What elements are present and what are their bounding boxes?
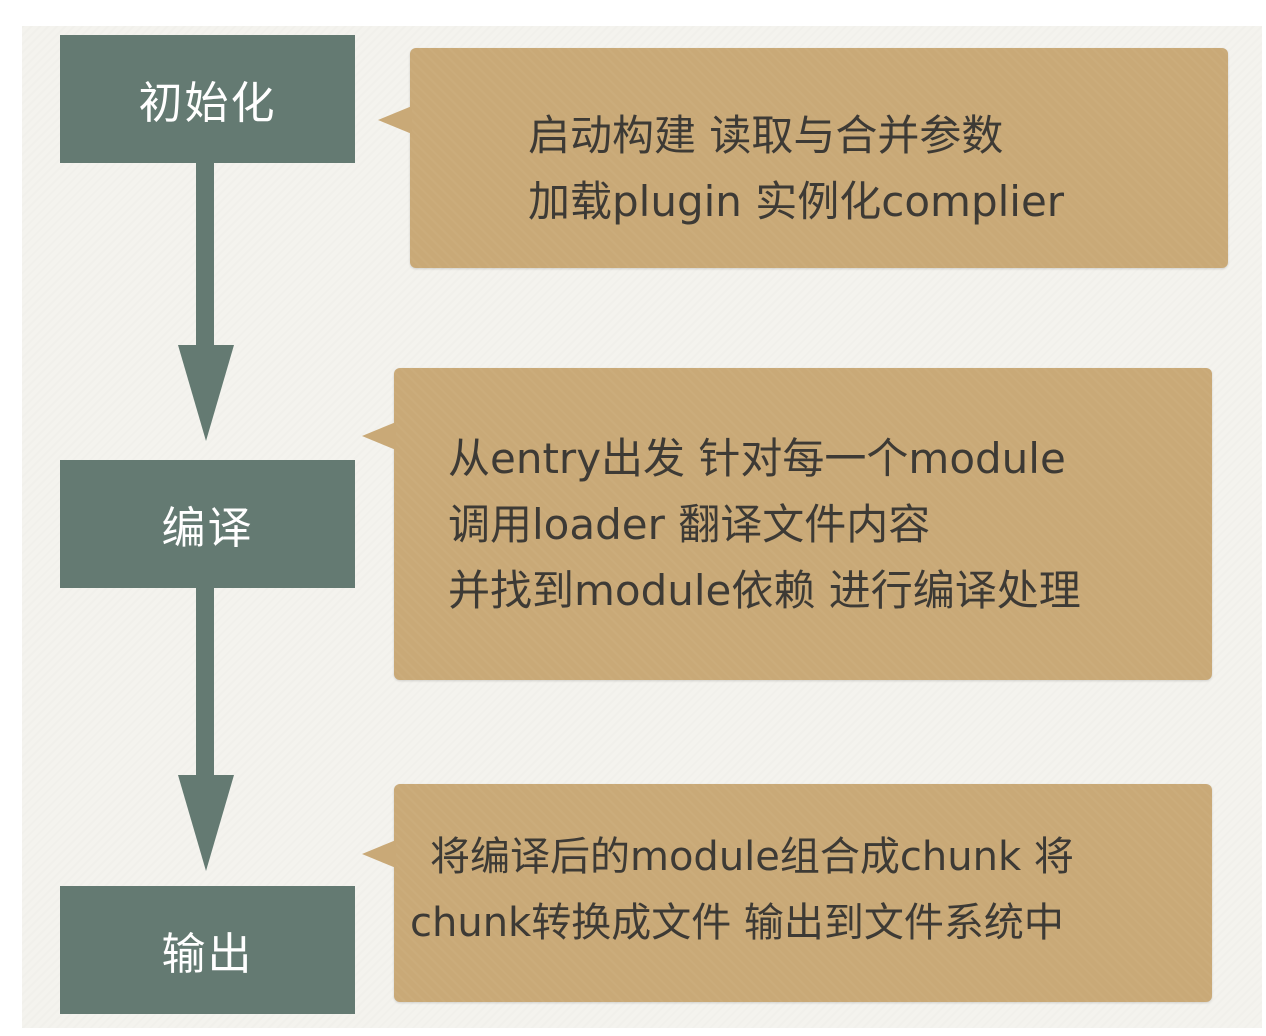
callout-compile-line-2: 调用loader 翻译文件内容: [448, 500, 931, 549]
arrow-shaft-2: [196, 588, 214, 778]
stage-init-label: 初始化: [138, 78, 277, 129]
callout-output-line-2: chunk转换成文件 输出到文件系统中: [410, 900, 1064, 946]
arrow-head-2: [178, 775, 234, 871]
callout-output-line-1: 将编译后的module组合成chunk 将: [430, 834, 1074, 880]
callout-compile-line-3: 并找到module依赖 进行编译处理: [448, 566, 1081, 615]
callout-compile: 从entry出发 针对每一个module 调用loader 翻译文件内容 并找到…: [362, 368, 1212, 680]
callout-compile-line-1: 从entry出发 针对每一个module: [448, 434, 1066, 483]
stage-output: 输出: [60, 886, 355, 1014]
stage-compile: 编译: [60, 460, 355, 588]
stage-init: 初始化: [60, 35, 355, 163]
stage-compile-label: 编译: [161, 503, 254, 554]
arrow-head-1: [178, 345, 234, 441]
callout-init-line-2: 加载plugin 实例化complier: [528, 177, 1065, 226]
callout-init: 启动构建 读取与合并参数 加载plugin 实例化complier: [378, 48, 1228, 268]
callout-output-pointer: [362, 840, 396, 868]
callout-output: 将编译后的module组合成chunk 将 chunk转换成文件 输出到文件系统…: [362, 784, 1212, 1002]
arrow-shaft-1: [196, 163, 214, 353]
stage-output-label: 输出: [161, 929, 254, 980]
callout-init-line-1: 启动构建 读取与合并参数: [528, 111, 1004, 160]
callout-init-pointer: [378, 106, 412, 134]
callout-compile-pointer: [362, 422, 396, 450]
